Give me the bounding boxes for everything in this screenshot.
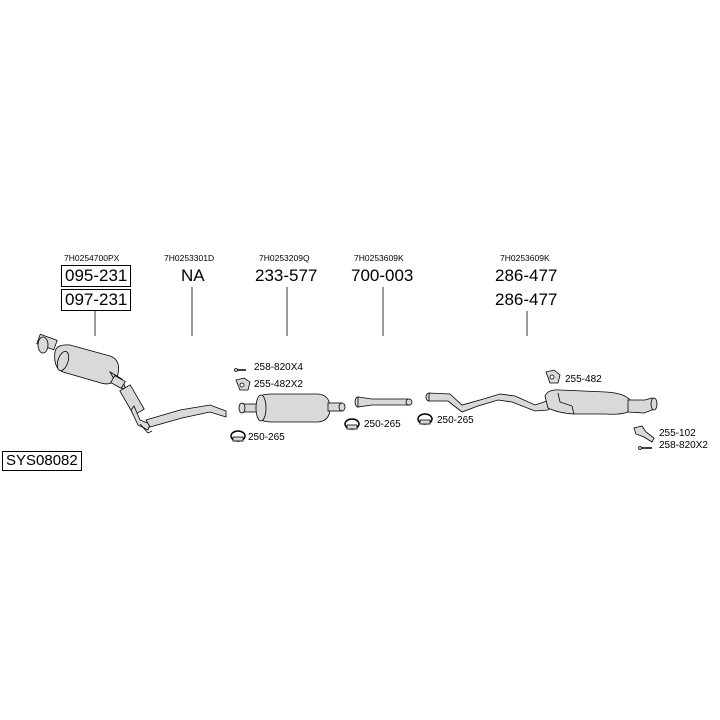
small-part-bolt-2: 258-820X2 — [659, 440, 708, 451]
bolt-2-part — [638, 446, 652, 450]
clamp-1-part — [230, 430, 246, 442]
part-number-3: 233-577 — [255, 266, 318, 285]
bracket-3-part — [633, 425, 655, 443]
particulate-filter-part — [36, 333, 127, 391]
part-number-4: 700-003 — [351, 266, 414, 285]
clamp-2-part — [344, 418, 360, 430]
intermediate-pipe-part — [354, 396, 413, 408]
oe-number-1: 7H0254700PX — [64, 253, 120, 263]
rear-silencer-part — [425, 389, 658, 415]
bracket-1-part — [235, 377, 251, 391]
part-number-5b: 286-477 — [495, 290, 558, 309]
part-number-5a: 286-477 — [495, 266, 558, 285]
clamp-3-part — [417, 413, 433, 425]
oe-number-3: 7H0253209Q — [259, 253, 310, 263]
small-part-clamp-3: 250-265 — [437, 415, 474, 426]
small-part-bracket-3: 255-102 — [659, 428, 696, 439]
part-number-1b: 097-231 — [61, 289, 132, 311]
small-part-clamp-1: 250-265 — [248, 432, 285, 443]
oe-number-4: 7H0253609K — [354, 253, 404, 263]
oe-number-5: 7H0253609K — [500, 253, 550, 263]
part-number-2: NA — [181, 266, 205, 285]
small-part-bracket-1: 255-482X2 — [254, 379, 303, 390]
small-part-bracket-2: 255-482 — [565, 374, 602, 385]
bracket-2-part — [545, 369, 561, 384]
bolt-1-part — [234, 368, 246, 372]
part-number-1a: 095-231 — [61, 265, 132, 287]
middle-silencer-part — [238, 393, 346, 423]
system-code-label: SYS08082 — [2, 451, 82, 471]
front-pipe-part — [119, 384, 227, 434]
small-part-clamp-2: 250-265 — [364, 419, 401, 430]
small-part-bolt-1: 258-820X4 — [254, 362, 303, 373]
oe-number-2: 7H0253301D — [164, 253, 215, 263]
